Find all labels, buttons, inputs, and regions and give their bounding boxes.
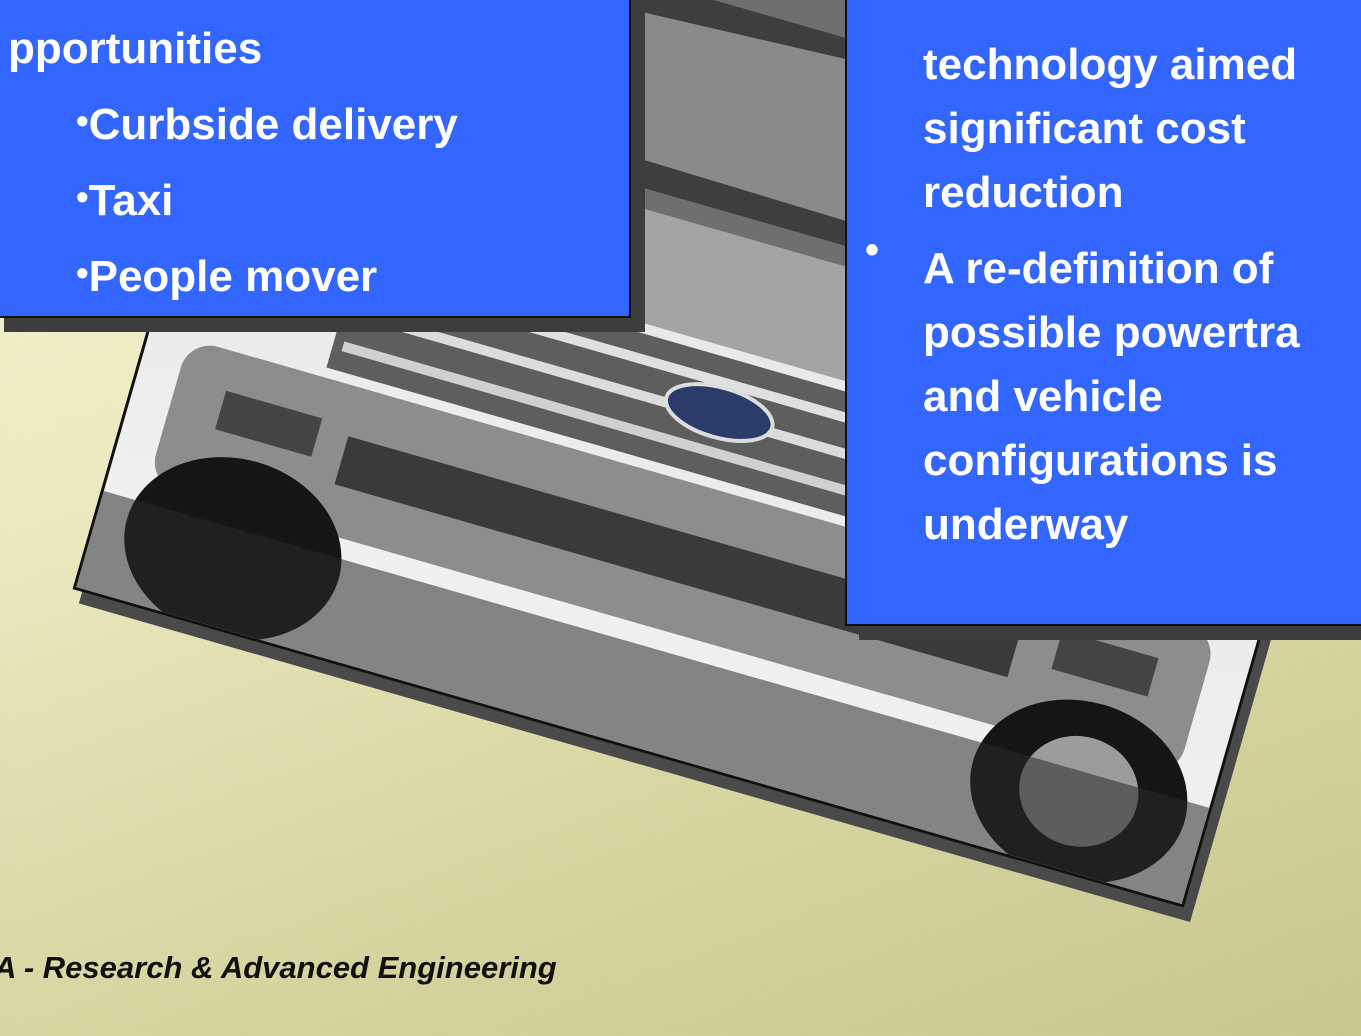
strategy-box: technology aimed significant cost reduct…: [845, 0, 1361, 626]
list-item: •People mover: [76, 252, 377, 302]
text-line: reduction: [923, 168, 1124, 217]
opportunities-heading: pportunities: [8, 24, 263, 73]
text-line: A re-definition of: [923, 244, 1274, 293]
list-item-label: Taxi: [88, 176, 174, 225]
text-line: underway: [923, 500, 1129, 549]
bullet-icon: •: [865, 228, 880, 272]
text-line: significant cost: [923, 104, 1246, 153]
list-item: •Taxi: [76, 176, 173, 226]
opportunities-box: pportunities •Curbside delivery •Taxi •P…: [0, 0, 631, 318]
list-item-label: Curbside delivery: [88, 100, 458, 149]
text-line: configurations is: [923, 436, 1278, 485]
bullet-icon: •: [76, 176, 89, 217]
bullet-icon: •: [76, 252, 89, 293]
list-item-label: People mover: [88, 252, 378, 301]
text-line: possible powertra: [923, 308, 1300, 357]
text-line: and vehicle: [923, 372, 1163, 421]
bullet-icon: •: [76, 100, 89, 141]
text-line: technology aimed: [923, 40, 1298, 89]
footer-text: A - Research & Advanced Engineering: [0, 950, 557, 985]
list-item: •Curbside delivery: [76, 100, 458, 150]
